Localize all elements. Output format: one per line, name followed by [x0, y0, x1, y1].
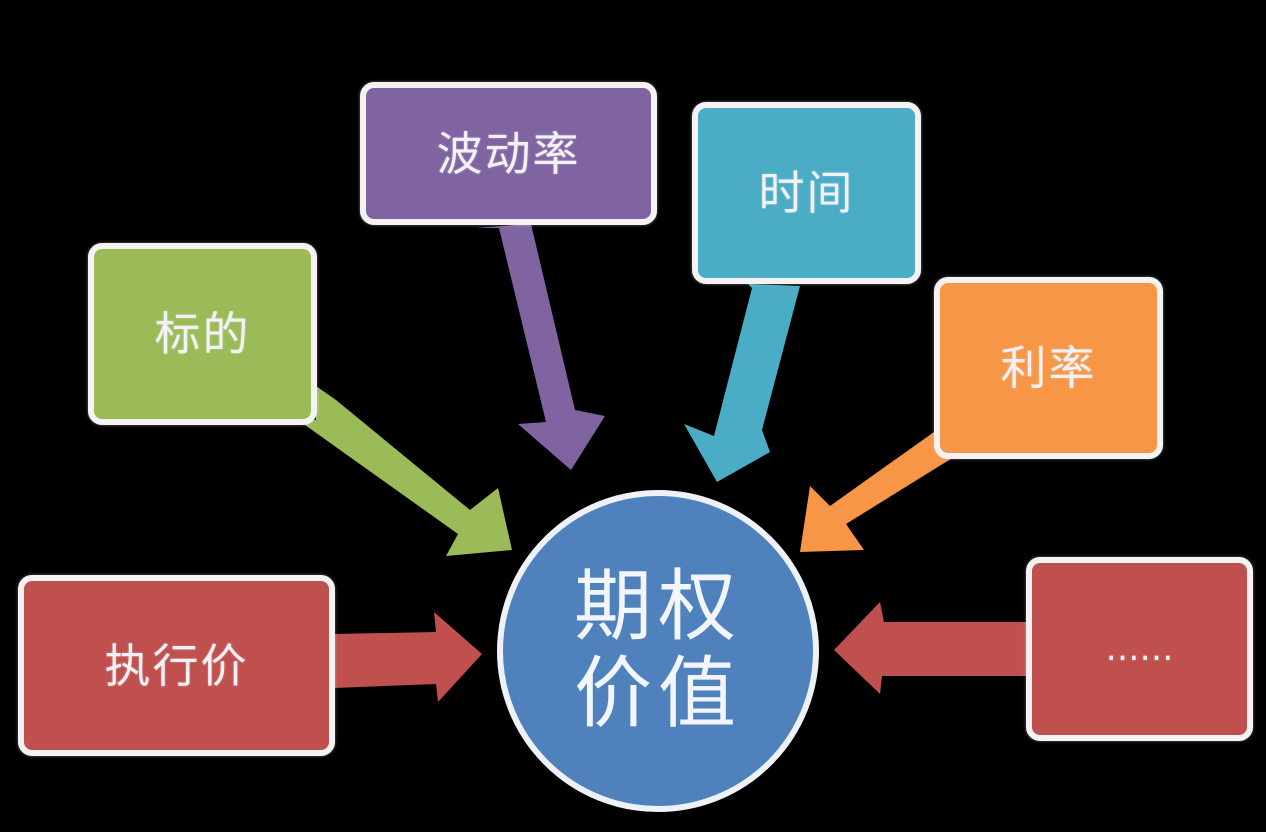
factor-box-volatility: 波动率 [360, 82, 657, 225]
factor-label-time: 时间 [758, 166, 855, 220]
center-circle-option-value: 期权 价值 [497, 490, 819, 812]
arrow-interest-rate [800, 418, 962, 552]
arrow-others [834, 602, 1026, 694]
factor-box-underlying: 标的 [88, 243, 317, 425]
center-label-line2: 价值 [573, 649, 742, 739]
factor-box-others: …… [1026, 557, 1253, 741]
factor-label-underlying: 标的 [154, 307, 251, 361]
factor-label-strike-price: 执行价 [104, 638, 249, 693]
factor-box-interest-rate: 利率 [934, 277, 1163, 459]
factor-box-strike-price: 执行价 [18, 575, 335, 756]
factor-label-others: …… [1105, 629, 1174, 669]
arrow-time [684, 284, 800, 482]
center-label-line1: 期权 [573, 561, 742, 652]
arrow-strike-price [334, 612, 482, 702]
arrow-volatility [476, 224, 605, 470]
factor-label-volatility: 波动率 [436, 126, 581, 181]
arrow-underlying [298, 386, 512, 556]
factor-label-interest-rate: 利率 [1000, 341, 1097, 395]
factor-box-time: 时间 [692, 102, 921, 284]
